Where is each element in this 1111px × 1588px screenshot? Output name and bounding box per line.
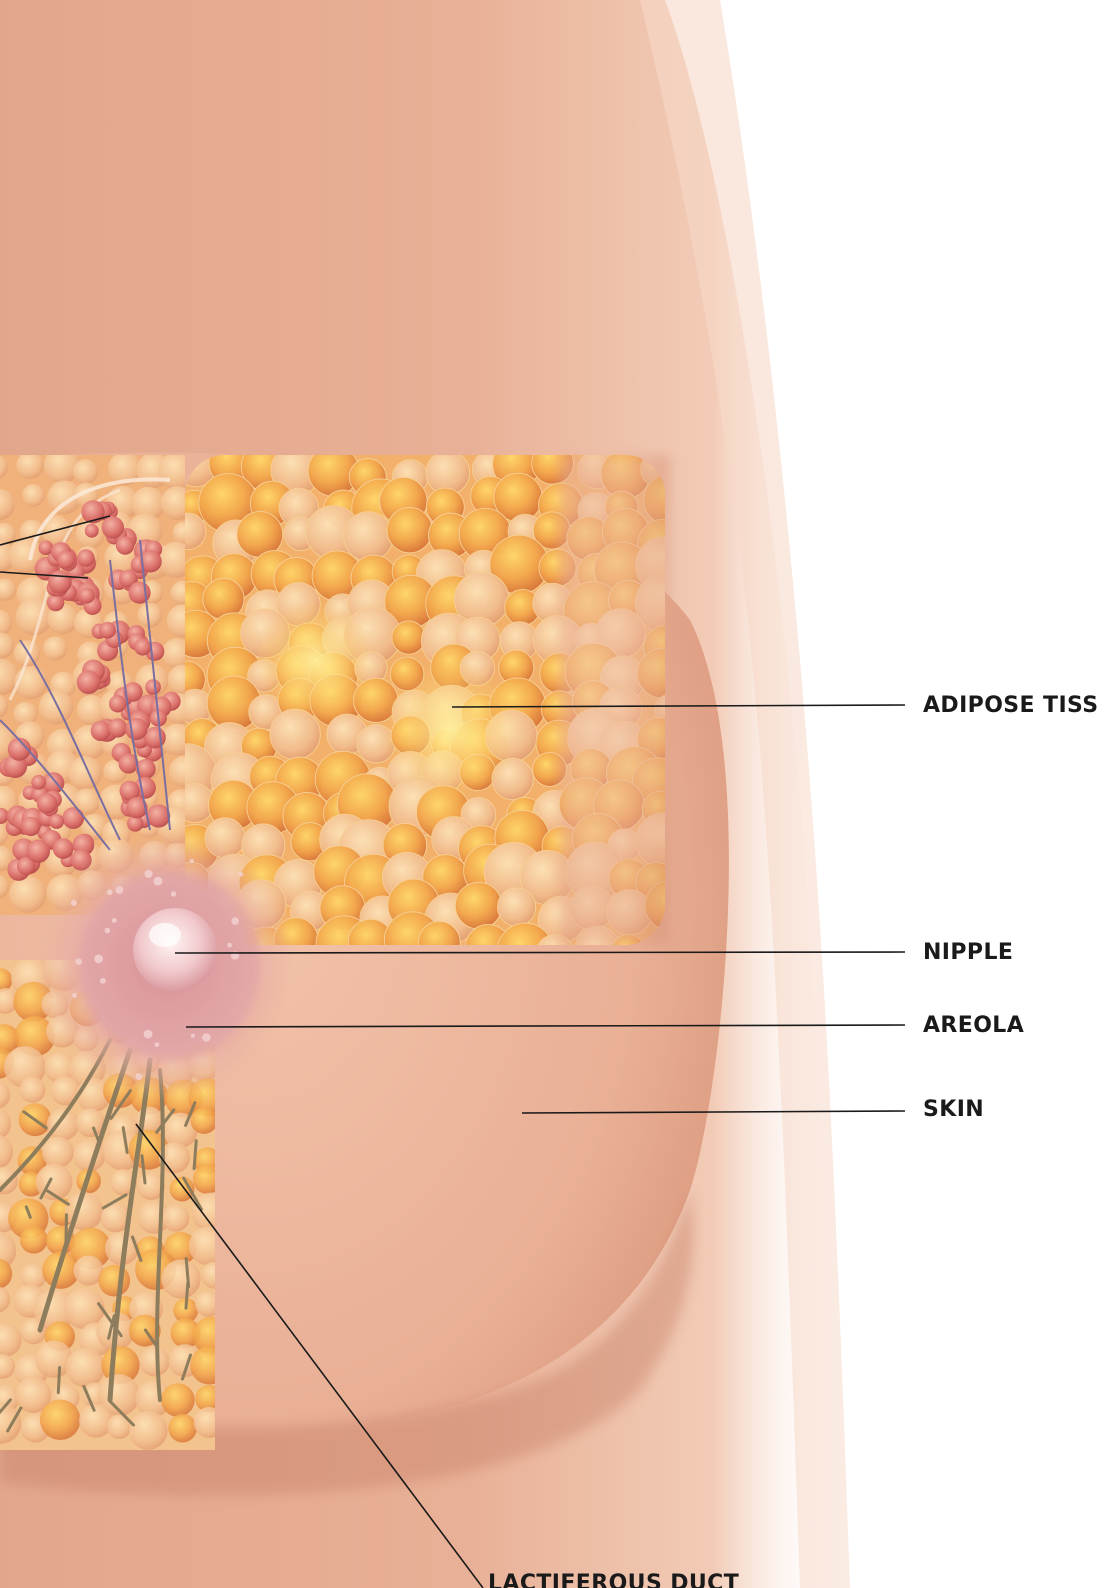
label-lactiferous-duct: LACTIFEROUS DUCT [488,1573,739,1588]
leader-line-nipple [175,952,905,953]
nipple [133,908,217,992]
label-adipose-tissue: ADIPOSE TISS [923,695,1099,717]
adipose-fade-edge [560,455,670,945]
label-skin: SKIN [923,1099,984,1121]
label-nipple: NIPPLE [923,942,1013,964]
label-areola: AREOLA [923,1015,1024,1037]
